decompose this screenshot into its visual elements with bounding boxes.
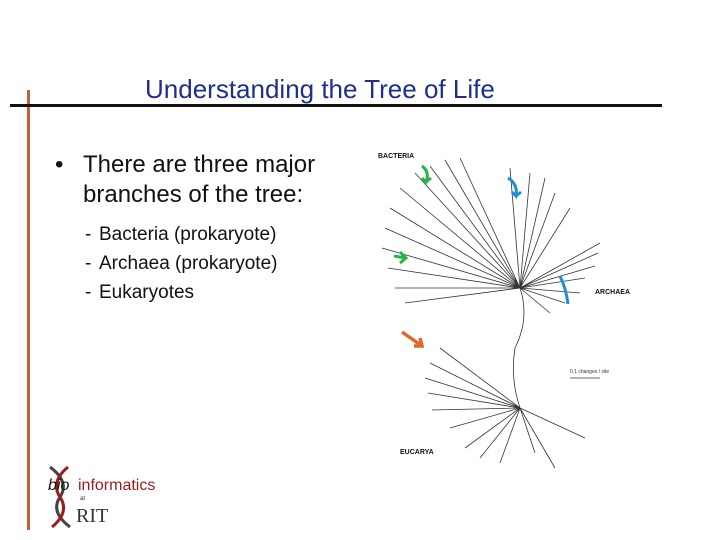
bullet-text: There are three major branches of the tr… xyxy=(83,151,316,208)
eucarya-arrow-icon xyxy=(400,330,425,348)
eucarya-branches xyxy=(424,347,586,469)
eucarya-label: EUCARYA xyxy=(400,449,434,456)
left-accent-line xyxy=(27,90,30,530)
archaea-arrow-icon xyxy=(558,275,570,305)
dash-icon: - xyxy=(85,282,92,303)
dash-icon: - xyxy=(85,224,92,245)
title-underline xyxy=(10,104,662,107)
tree-trunk xyxy=(512,287,525,409)
bullet-list: • There are three major branches of the … xyxy=(55,150,365,307)
dash-icon: - xyxy=(85,253,92,274)
logo-at-text: at xyxy=(80,496,85,502)
archaea-label: ARCHAEA xyxy=(595,289,630,296)
subbullet-text: Eukaryotes xyxy=(99,282,195,303)
archaea-arrow-icon xyxy=(507,176,522,200)
bullet-dot-icon: • xyxy=(55,151,64,178)
subbullet-text: Bacteria (prokaryote) xyxy=(99,224,277,245)
tree-of-life-figure: BACTERIA ARCHAEA EUCARYA 0.1 changes / s… xyxy=(378,153,630,469)
archaea-branches xyxy=(509,167,601,314)
subbullet-list: - Bacteria (prokaryote) - Archaea (proka… xyxy=(55,220,365,307)
dna-helix-icon xyxy=(51,465,69,529)
bacteria-label: BACTERIA xyxy=(378,153,414,160)
bioinformatics-rit-logo: bio informatics at RIT xyxy=(48,465,155,529)
bacteria-arrow-icon xyxy=(420,164,432,185)
bacteria-arrow-icon xyxy=(393,250,409,265)
bacteria-branches xyxy=(381,157,521,304)
scale-label: 0.1 changes / site xyxy=(570,369,609,375)
subbullet-eukaryotes: - Eukaryotes xyxy=(85,278,365,307)
bullet-item: • There are three major branches of the … xyxy=(55,150,365,210)
subbullet-bacteria: - Bacteria (prokaryote) xyxy=(85,220,365,249)
subbullet-archaea: - Archaea (prokaryote) xyxy=(85,249,365,278)
logo-bio-text: bio xyxy=(48,477,69,494)
slide-title: Understanding the Tree of Life xyxy=(145,74,495,104)
logo-rit-text: RIT xyxy=(76,505,108,527)
subbullet-text: Archaea (prokaryote) xyxy=(99,253,278,274)
logo-informatics-text: informatics xyxy=(78,477,155,494)
